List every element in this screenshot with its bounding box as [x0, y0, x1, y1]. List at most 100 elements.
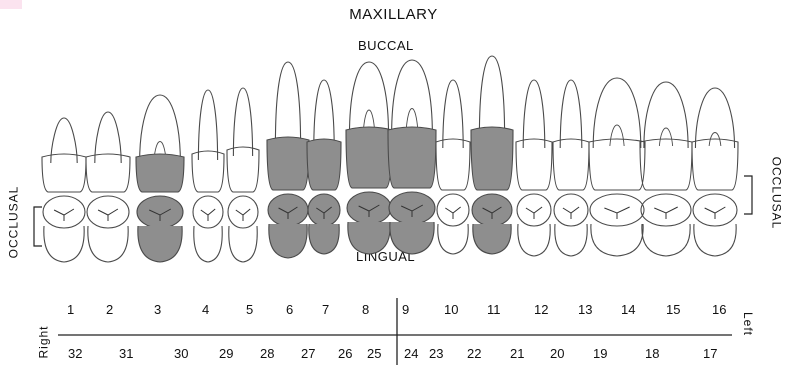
- tooth-1: [42, 118, 86, 262]
- upper-tooth-number: 7: [322, 302, 329, 317]
- tooth-lingual-crown: [555, 224, 587, 256]
- tooth-lingual-crown: [309, 224, 339, 254]
- lower-tooth-number: 21: [510, 346, 524, 361]
- tooth-lingual-crown: [642, 224, 690, 256]
- tooth-crown: [692, 139, 738, 190]
- tooth-crown: [307, 139, 341, 190]
- tooth-6: [267, 62, 309, 258]
- tooth-root: [593, 78, 641, 148]
- tooth-lingual-crown: [591, 224, 643, 256]
- occlusal-groove: [236, 209, 250, 221]
- tooth-4: [192, 90, 224, 262]
- upper-tooth-number: 13: [578, 302, 592, 317]
- lower-tooth-number: 24: [404, 346, 418, 361]
- occlusal-groove: [54, 209, 74, 221]
- tooth-crown: [192, 151, 224, 192]
- upper-tooth-number: 16: [712, 302, 726, 317]
- tooth-root: [314, 80, 334, 148]
- lower-tooth-number: 32: [68, 346, 82, 361]
- tooth-lingual-crown: [88, 226, 128, 262]
- lower-tooth-number: 27: [301, 346, 315, 361]
- tooth-root: [644, 82, 688, 148]
- tooth-occlusal-surface: [268, 194, 308, 226]
- tooth-occlusal-surface: [137, 196, 183, 228]
- upper-tooth-number: 3: [154, 302, 161, 317]
- tooth-occlusal-surface: [554, 194, 588, 226]
- lower-tooth-number: 30: [174, 346, 188, 361]
- tooth-crown: [471, 127, 513, 190]
- tooth-crown: [42, 154, 86, 192]
- occlusal-groove: [445, 207, 460, 219]
- lower-tooth-number: 22: [467, 346, 481, 361]
- tooth-occlusal-surface: [472, 194, 512, 226]
- tooth-occlusal-surface: [641, 194, 691, 226]
- upper-tooth-number: 2: [106, 302, 113, 317]
- upper-tooth-number: 10: [444, 302, 458, 317]
- tooth-root: [560, 80, 582, 148]
- tooth-12: [516, 80, 552, 256]
- occlusal-groove: [705, 207, 726, 219]
- tooth-occlusal-surface: [43, 196, 85, 228]
- root-furcation: [610, 125, 624, 146]
- tooth-crown: [516, 139, 552, 190]
- tooth-7: [307, 80, 341, 254]
- tooth-occlusal-surface: [693, 194, 737, 226]
- tooth-root: [349, 62, 388, 136]
- tooth-8: [346, 62, 392, 254]
- tooth-3: [136, 95, 184, 262]
- lower-tooth-number: 23: [429, 346, 443, 361]
- tooth-crown: [553, 139, 589, 190]
- tooth-5: [227, 88, 259, 262]
- tooth-root: [140, 95, 181, 163]
- lower-tooth-number: 17: [703, 346, 717, 361]
- tooth-crown: [136, 154, 184, 192]
- occlusal-bracket-right: [744, 176, 752, 214]
- tooth-occlusal-surface: [590, 194, 644, 226]
- tooth-2: [86, 112, 130, 262]
- tooth-lingual-crown: [518, 224, 550, 256]
- lower-tooth-number: 18: [645, 346, 659, 361]
- tooth-lingual-crown: [138, 226, 182, 262]
- lower-tooth-number: 20: [550, 346, 564, 361]
- tooth-root: [95, 112, 121, 163]
- tooth-crown: [227, 147, 259, 192]
- tooth-10: [436, 80, 470, 254]
- tooth-occlusal-surface: [87, 196, 129, 228]
- tooth-14: [589, 78, 645, 256]
- tooth-root: [275, 62, 300, 146]
- upper-tooth-number: 8: [362, 302, 369, 317]
- tooth-crown: [589, 139, 645, 190]
- tooth-occlusal-surface: [228, 196, 258, 228]
- upper-tooth-number: 14: [621, 302, 635, 317]
- tooth-crown: [346, 127, 392, 188]
- upper-tooth-number: 11: [487, 302, 501, 317]
- lower-tooth-number: 26: [338, 346, 352, 361]
- tooth-13: [553, 80, 589, 256]
- tooth-15: [640, 82, 692, 256]
- occlusal-groove: [563, 207, 579, 219]
- tooth-root: [51, 118, 77, 163]
- tooth-lingual-crown: [44, 226, 84, 262]
- tooth-lingual-crown: [229, 226, 257, 262]
- tooth-occlusal-surface: [347, 192, 391, 224]
- tooth-root: [198, 90, 217, 160]
- occlusal-groove: [654, 207, 677, 219]
- tooth-crown: [267, 137, 309, 190]
- tooth-lingual-crown: [390, 222, 434, 254]
- upper-tooth-number: 5: [246, 302, 253, 317]
- lower-tooth-number: 25: [367, 346, 381, 361]
- tooth-lingual-crown: [269, 224, 307, 258]
- tooth-occlusal-surface: [389, 192, 435, 224]
- lower-tooth-number: 31: [119, 346, 133, 361]
- tooth-11: [471, 56, 513, 254]
- tooth-root: [443, 80, 463, 148]
- tooth-root: [523, 80, 545, 148]
- tooth-9: [388, 60, 436, 254]
- occlusal-groove: [526, 207, 542, 219]
- tooth-occlusal-surface: [193, 196, 223, 228]
- occlusal-groove: [201, 209, 215, 221]
- upper-tooth-number: 6: [286, 302, 293, 317]
- tooth-crown: [86, 154, 130, 192]
- tooth-occlusal-surface: [308, 194, 340, 226]
- lower-tooth-number: 29: [219, 346, 233, 361]
